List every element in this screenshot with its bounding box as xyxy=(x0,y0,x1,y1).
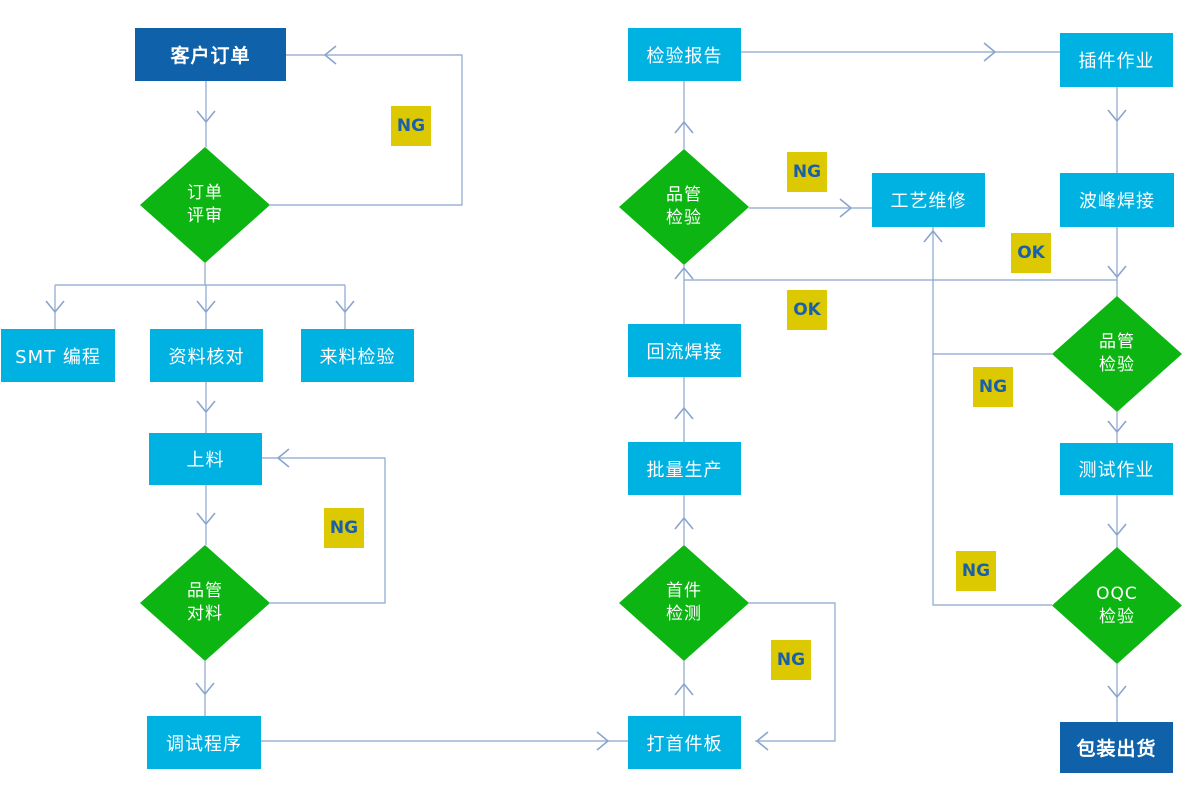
badge-ng-qc-material: NG xyxy=(324,508,364,548)
badge-ng-qc-right: NG xyxy=(973,367,1013,407)
node-data-check: 资料核对 xyxy=(150,329,263,382)
node-label: 来料检验 xyxy=(319,346,396,368)
connector-qc-right-to-test xyxy=(1107,412,1127,443)
connector-test-to-oqc xyxy=(1107,495,1127,548)
connector-qc-material-ng-loop xyxy=(262,448,386,604)
node-label: 调试程序 xyxy=(166,733,242,755)
node-label: 波峰焊接 xyxy=(1079,191,1155,212)
node-wave-soldering: 波峰焊接 xyxy=(1060,173,1174,227)
connector-mass-to-reflow xyxy=(674,377,694,442)
connector-qc-mid-ng-to-repair xyxy=(749,198,872,218)
node-smt-programming: SMT 编程 xyxy=(1,329,115,382)
node-label: 打首件板 xyxy=(646,733,723,755)
decision-label-line2: 检验 xyxy=(666,208,702,228)
node-label: 插件作业 xyxy=(1078,51,1155,72)
decision-label-line1: 品管 xyxy=(1099,332,1135,353)
node-label: SMT 编程 xyxy=(15,346,101,368)
connector-order-review-split xyxy=(45,263,355,329)
connector-first-board-to-first-inspection xyxy=(674,661,694,716)
node-label: 检验报告 xyxy=(646,45,723,67)
decision-label-line1: OQC xyxy=(1096,583,1138,604)
connector-qc-material-to-debug xyxy=(195,661,215,716)
badge-ng-oqc: NG xyxy=(956,551,996,591)
badge-ng-qc-mid: NG xyxy=(787,152,827,192)
connector-order-review-ng-loop xyxy=(270,45,463,206)
decision-label-line2: 检验 xyxy=(1099,606,1135,627)
node-label: 批量生产 xyxy=(646,459,723,481)
node-first-board: 打首件板 xyxy=(628,716,741,769)
node-inspection-report: 检验报告 xyxy=(628,28,741,81)
node-label: 资料核对 xyxy=(168,346,245,368)
node-label: 测试作业 xyxy=(1078,460,1155,481)
decision-label-line2: 检验 xyxy=(1099,355,1135,375)
node-mass-production: 批量生产 xyxy=(628,442,741,495)
badge-ng-order-review: NG xyxy=(391,106,431,146)
node-label: 工艺维修 xyxy=(890,191,967,212)
node-test-operation: 测试作业 xyxy=(1060,443,1173,495)
decision-label-line1: 品管 xyxy=(666,185,702,206)
node-customer-order: 客户订单 xyxy=(135,28,286,81)
connector-customer-order-to-order-review xyxy=(196,81,216,147)
decision-label-line1: 品管 xyxy=(187,581,223,602)
badge-ok-wave: OK xyxy=(1011,233,1051,273)
node-incoming-inspection: 来料检验 xyxy=(301,329,414,382)
node-label: 回流焊接 xyxy=(646,341,723,363)
decision-label-line2: 检测 xyxy=(666,604,702,624)
node-packing-shipping: 包装出货 xyxy=(1060,722,1173,773)
connector-qc-mid-to-report xyxy=(674,81,694,149)
node-label: 包装出货 xyxy=(1076,738,1157,760)
connector-report-to-plugin xyxy=(741,42,1060,62)
connector-oqc-to-packing xyxy=(1107,664,1127,722)
node-debug-program: 调试程序 xyxy=(147,716,261,769)
node-process-repair: 工艺维修 xyxy=(872,173,985,227)
connector-wave-to-qc-right xyxy=(1107,227,1127,297)
node-label: 客户订单 xyxy=(170,45,251,67)
connector-first-inspection-ng-loop xyxy=(749,602,836,751)
connector-data-check-to-loading xyxy=(196,382,216,433)
badge-ok-reflow: OK xyxy=(787,290,827,330)
decision-label-line1: 首件 xyxy=(666,581,702,602)
node-reflow-soldering: 回流焊接 xyxy=(628,324,741,377)
decision-label-line2: 对料 xyxy=(187,604,223,624)
badge-ng-first-inspection: NG xyxy=(771,640,811,680)
connector-oqc-ng-to-riser xyxy=(932,354,1052,606)
connector-plugin-to-wave xyxy=(1107,87,1127,173)
node-loading: 上料 xyxy=(149,433,262,485)
connector-first-inspection-to-mass xyxy=(674,495,694,545)
node-plugin-operation: 插件作业 xyxy=(1060,33,1173,87)
connector-loading-to-qc-material xyxy=(196,485,216,545)
decision-label-line1: 订单 xyxy=(187,183,223,204)
connector-debug-to-first-board xyxy=(261,731,628,751)
connector-reflow-to-qc-mid xyxy=(674,265,694,324)
node-label: 上料 xyxy=(186,450,225,471)
decision-label-line2: 评审 xyxy=(187,206,223,226)
